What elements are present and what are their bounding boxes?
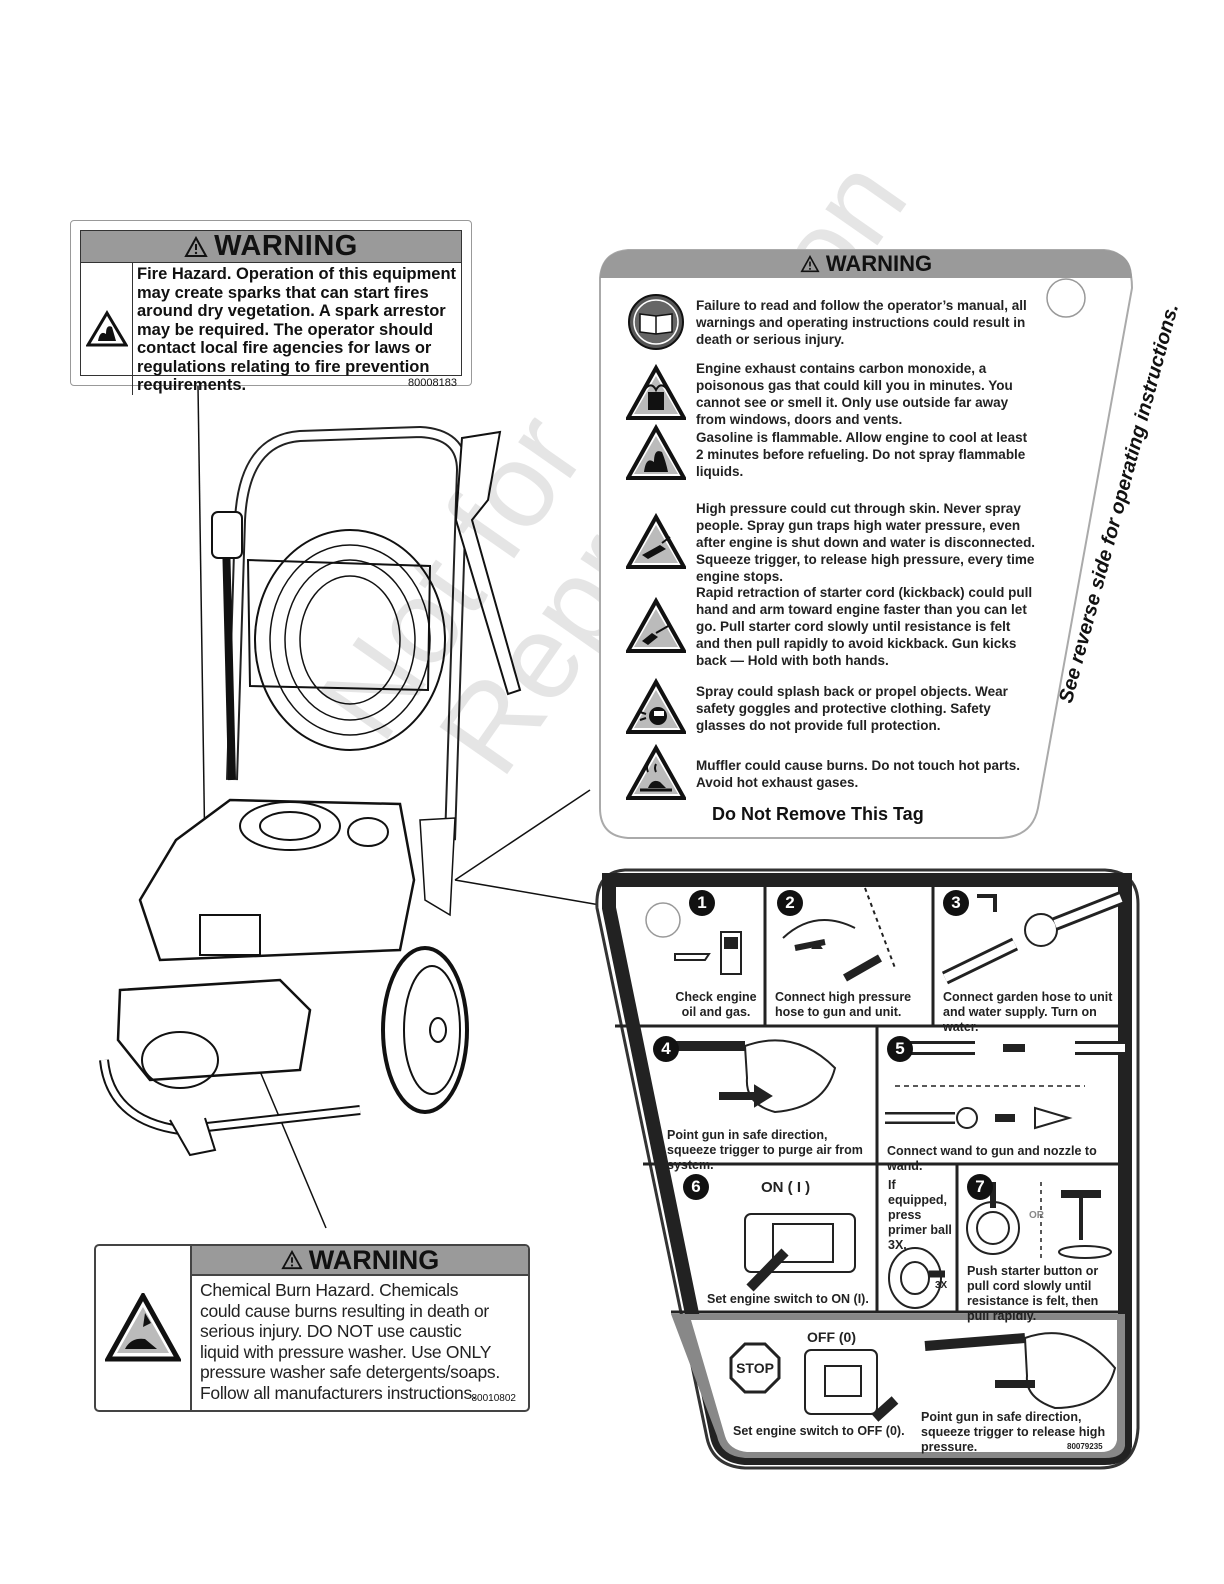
fire-icon xyxy=(85,309,128,347)
tag-item-carbon-monoxide: Engine exhaust contains carbon monoxide,… xyxy=(626,360,1036,428)
manual-icon xyxy=(628,294,684,350)
toxic-fumes-icon xyxy=(626,364,686,420)
operating-instructions-panel: 1 2 3 4 5 6 7 Check engine oil and gas. … xyxy=(595,868,1140,1470)
tag-item-manual: Failure to read and follow the operator’… xyxy=(626,292,1036,352)
tag-item-gasoline: Gasoline is flammable. Allow engine to c… xyxy=(626,424,1036,484)
fire-warning-title-text: WARNING xyxy=(214,230,358,262)
tag-item-text: Gasoline is flammable. Allow engine to c… xyxy=(696,429,1028,479)
fire-label-code: 80008183 xyxy=(408,377,457,389)
step-number-3: 3 xyxy=(943,890,969,916)
primer-ball-text: If equipped, press primer ball 3X. xyxy=(888,1178,952,1252)
chemical-warning-title-text: WARNING xyxy=(308,1244,440,1275)
stop-step-text-right: Point gun in safe direction, squeeze tri… xyxy=(921,1410,1106,1454)
step-number-4: 4 xyxy=(653,1036,679,1062)
chemical-warning-title: WARNING xyxy=(192,1244,528,1276)
warning-triangle-icon xyxy=(184,235,208,257)
tag-item-kickback: Rapid retraction of starter cord (kickba… xyxy=(626,584,1036,669)
tag-warning-title-text: WARNING xyxy=(825,251,933,276)
ops-outline xyxy=(595,868,1140,1470)
chemical-burn-icon xyxy=(105,1293,181,1362)
step-1-text: Check engine oil and gas. xyxy=(675,990,757,1019)
chemical-label-code: 80010802 xyxy=(471,1393,517,1404)
step-number-5: 5 xyxy=(887,1036,913,1062)
step-6-text: Set engine switch to ON (I). xyxy=(707,1292,869,1306)
fire-hazard-body: Operation of this equipment may create s… xyxy=(137,265,457,394)
kickback-icon xyxy=(626,596,686,653)
step-number-7: 7 xyxy=(967,1174,993,1200)
step-7-or-label: OR xyxy=(1029,1210,1044,1221)
step-7-text: Push starter button or pull cord slowly … xyxy=(967,1264,1099,1323)
fire-warning-title: WARNING xyxy=(81,230,461,263)
tag-item-goggles: Spray could splash back or propel object… xyxy=(626,678,1036,738)
tag-footer: Do Not Remove This Tag xyxy=(712,804,924,824)
tag-item-text: Failure to read and follow the operator’… xyxy=(696,297,1027,347)
chemical-icon-cell xyxy=(96,1246,192,1410)
goggles-icon xyxy=(626,678,686,734)
tag-item-text: Rapid retraction of starter cord (kickba… xyxy=(696,585,1033,668)
step-3-text: Connect garden hose to unit and water su… xyxy=(943,990,1113,1034)
step-2-text: Connect high pressure hose to gun and un… xyxy=(775,990,912,1019)
chemical-burn-label: WARNING Chemical Burn Hazard. Chemicals … xyxy=(94,1244,530,1412)
tag-outline xyxy=(599,249,1134,839)
on-switch-label: ON ( I ) xyxy=(761,1179,811,1196)
stop-sign-icon: STOP xyxy=(736,1360,774,1376)
primer-ball-3x-label: 3X xyxy=(935,1280,948,1291)
fire-hazard-text: Fire Hazard. Operation of this equipment… xyxy=(133,263,461,395)
off-switch-label: OFF (0) xyxy=(807,1329,856,1345)
step-number-2: 2 xyxy=(777,890,803,916)
fire-icon-cell xyxy=(81,263,133,395)
tag-item-high-pressure: High pressure could cut through skin. Ne… xyxy=(626,500,1036,585)
step-number-1: 1 xyxy=(689,890,715,916)
step-4-text: Point gun in safe direction, squeeze tri… xyxy=(667,1128,863,1172)
tag-item-text: Muffler could cause burns. Do not touch … xyxy=(696,758,1021,790)
hot-surface-icon xyxy=(626,744,686,800)
step-number-6: 6 xyxy=(683,1174,709,1200)
tag-item-text: High pressure could cut through skin. Ne… xyxy=(696,501,1036,584)
stop-step-text-left: Set engine switch to OFF (0). xyxy=(733,1424,905,1438)
warning-triangle-icon xyxy=(800,255,820,273)
tag-item-text: Spray could splash back or propel object… xyxy=(696,683,1008,733)
warning-tag: WARNING Failure to read and follow the o… xyxy=(598,248,1183,840)
fire-hazard-label: WARNING Fire Hazard. Operation of this e… xyxy=(70,220,472,395)
warning-triangle-icon xyxy=(281,1250,303,1270)
step-5-text: Connect wand to gun and nozzle to wand. xyxy=(887,1144,1097,1173)
ops-label-code: 80079235 xyxy=(1067,1442,1103,1451)
tag-item-text: Engine exhaust contains carbon monoxide,… xyxy=(696,361,1013,427)
high-pressure-icon xyxy=(626,512,686,569)
tag-warning-title: WARNING xyxy=(598,250,1134,278)
chemical-burn-text: Chemical Burn Hazard. Chemicals could ca… xyxy=(200,1280,500,1403)
fire-hazard-heading: Fire Hazard. xyxy=(137,265,232,283)
tag-item-hot-surface: Muffler could cause burns. Do not touch … xyxy=(626,744,1036,804)
fire-icon xyxy=(626,424,686,480)
